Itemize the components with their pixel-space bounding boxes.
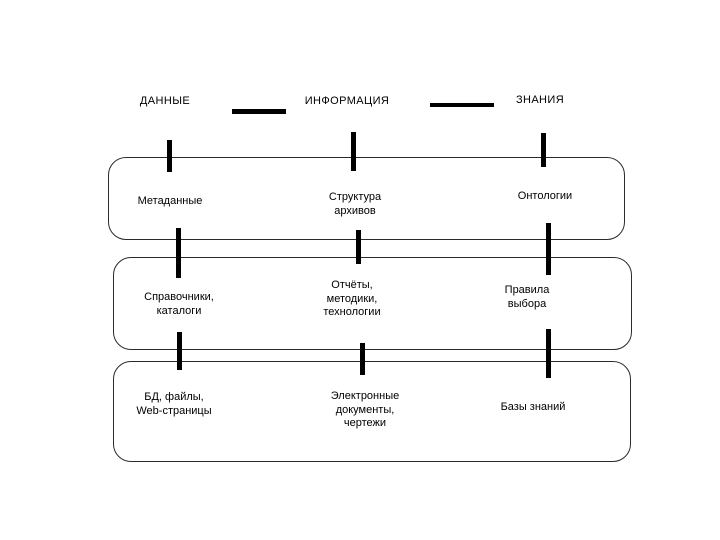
connector-knowledge-to-layer1 — [541, 133, 546, 167]
header-information: ИНФОРМАЦИЯ — [304, 95, 390, 107]
cell-electronic-documents: Электронные документы, чертежи — [330, 390, 400, 429]
layer-box-3 — [113, 361, 631, 462]
connector-information-to-layer1 — [351, 132, 356, 171]
cell-db-files-webpages: БД, файлы, Web-страницы — [136, 391, 212, 417]
connector-layer1-to-layer2-right — [546, 223, 551, 275]
connector-layer2-to-layer3-left — [177, 332, 182, 370]
connector-layer2-to-layer3-center — [360, 343, 365, 375]
cell-metadata: Метаданные — [137, 195, 203, 207]
connector-layer2-to-layer3-right — [546, 329, 551, 378]
cell-reference-catalogs: Справочники, каталоги — [144, 291, 214, 317]
connector-data-to-information — [232, 109, 286, 114]
connector-information-to-knowledge — [430, 103, 494, 107]
cell-archive-structure: Структура архивов — [328, 191, 382, 217]
connector-layer1-to-layer2-left — [176, 228, 181, 278]
header-knowledge: ЗНАНИЯ — [515, 94, 565, 106]
cell-knowledge-bases: Базы знаний — [500, 401, 566, 413]
connector-layer1-to-layer2-center — [356, 230, 361, 264]
cell-selection-rules: Правила выбора — [504, 284, 550, 310]
connector-data-to-layer1 — [167, 140, 172, 172]
cell-ontologies: Онтологии — [517, 190, 573, 202]
layer-box-2 — [113, 257, 632, 350]
layer-box-1 — [108, 157, 625, 240]
header-data: ДАННЫЕ — [139, 95, 191, 107]
cell-reports-methods-technologies: Отчёты, методики, технологии — [323, 279, 381, 318]
